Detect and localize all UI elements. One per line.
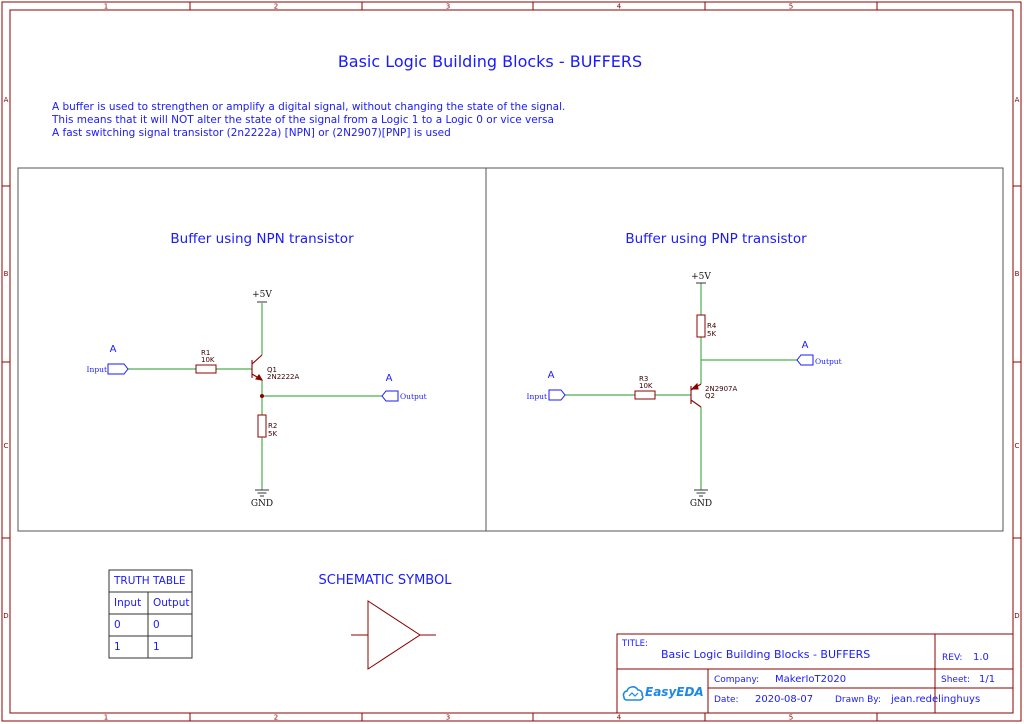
npn-output-port [381,390,399,402]
drawn-by-value: jean.redelinghuys [890,694,980,705]
pnp-output-label: Output [815,357,842,366]
zone-col-4-top: 4 [617,3,622,11]
pnp-r4-ref: R4 [707,322,717,330]
truth-table-row-1-output: 0 [153,619,160,631]
description-line-2: This means that it will NOT alter the st… [51,114,554,126]
circuit-panels [17,167,1004,532]
npn-ground-symbol [255,489,269,497]
npn-r1-ref: R1 [201,349,210,357]
symbol-heading: SCHEMATIC SYMBOL [319,573,453,588]
description: A buffer is used to strengthen or amplif… [51,101,565,139]
rev-label: REV: [942,653,962,663]
npn-wires [128,303,382,490]
zone-col-5-top: 5 [789,3,793,11]
pnp-wires [565,283,797,490]
date-value: 2020-08-07 [755,694,813,705]
truth-table-header-output: Output [153,597,189,609]
description-line-3: A fast switching signal transistor (2n22… [52,127,451,139]
npn-q1-part: 2N2222A [267,373,300,381]
npn-input-label: Input [87,365,107,374]
npn-junction [260,394,264,398]
npn-resistor-r2 [257,414,267,438]
zone-row-a-right: A [1015,96,1020,104]
pnp-r3-ref: R3 [639,375,648,383]
page-title: Basic Logic Building Blocks - BUFFERS [338,52,642,71]
description-line-1: A buffer is used to strengthen or amplif… [52,101,565,113]
truth-table-row-2-output: 1 [153,641,160,653]
date-label: Date: [714,695,739,705]
rev-value: 1.0 [973,652,989,663]
zone-row-b-right: B [1015,270,1020,278]
title-value: Basic Logic Building Blocks - BUFFERS [661,648,870,661]
zone-col-1-top: 1 [104,3,108,11]
zone-row-b-left: B [4,270,9,278]
pnp-transistor-q2 [690,382,702,408]
npn-ground-label: GND [251,499,273,509]
zone-col-1-bottom: 1 [104,714,108,722]
npn-input-net-label: A [110,344,117,355]
pnp-input-port [548,389,566,401]
pnp-heading: Buffer using PNP transistor [625,231,807,247]
sheet-label: Sheet: [941,675,970,685]
pnp-circuit: Buffer using PNP transistor +5V GND R4 5… [527,231,842,509]
pnp-resistor-r4 [696,314,706,338]
pnp-output-net-label: A [802,340,809,351]
npn-resistor-r1 [195,364,217,374]
pnp-power-label: +5V [691,272,711,282]
zone-row-d-left: D [3,612,8,620]
zone-col-2-top: 2 [274,3,278,11]
easyeda-logo: EasyEDA [622,685,704,701]
zone-labels: 1 2 3 4 5 1 2 3 4 5 A B C D A B C D [3,3,1019,722]
truth-table-row-1-input: 0 [114,619,121,631]
truth-table: TRUTH TABLE Input Output 0 0 1 1 [108,569,193,659]
npn-q1-ref: Q1 [267,366,277,374]
buffer-symbol [351,600,436,670]
pnp-ground-label: GND [690,499,712,509]
truth-table-title: TRUTH TABLE [113,575,186,587]
title-label: TITLE: [621,639,648,649]
zone-col-3-bottom: 3 [446,714,450,722]
pnp-input-label: Input [527,392,547,401]
drawn-by-label: Drawn By: [835,695,881,705]
pnp-output-port [796,354,814,366]
npn-transistor-q1 [251,354,264,381]
company-label: Company: [714,675,759,685]
zone-row-c-right: C [1015,442,1020,450]
title-block: TITLE: Basic Logic Building Blocks - BUF… [616,633,1014,714]
zone-col-3-top: 3 [446,3,450,11]
pnp-r3-value: 10K [639,382,653,390]
zone-row-a-left: A [4,96,9,104]
npn-output-net-label: A [386,373,393,384]
truth-table-header-input: Input [114,597,141,609]
easyeda-logo-text: EasyEDA [645,685,704,699]
pnp-r4-value: 5K [707,330,716,338]
zone-col-5-bottom: 5 [789,714,793,722]
zone-col-4-bottom: 4 [617,714,622,722]
pnp-ground-symbol [694,489,708,497]
pnp-q2-part: 2N2907A [705,385,738,393]
npn-r1-value: 10K [201,356,215,364]
npn-output-label: Output [400,392,427,401]
pnp-resistor-r3 [634,390,656,400]
npn-input-port [107,363,129,375]
company-value: MakerIoT2020 [775,674,846,685]
truth-table-row-2-input: 1 [114,641,121,653]
sheet-value: 1/1 [979,674,995,685]
npn-power-label: +5V [252,290,272,300]
zone-row-d-right: D [1014,612,1019,620]
npn-heading: Buffer using NPN transistor [170,231,354,247]
npn-r2-ref: R2 [268,422,277,430]
npn-r2-value: 5K [268,430,277,438]
pnp-input-net-label: A [548,370,555,381]
zone-row-c-left: C [4,442,9,450]
pnp-q2-ref: Q2 [705,392,715,400]
cloud-icon [622,686,644,701]
npn-circuit: Buffer using NPN transistor +5V GND A In… [87,231,427,509]
zone-col-2-bottom: 2 [274,714,278,722]
